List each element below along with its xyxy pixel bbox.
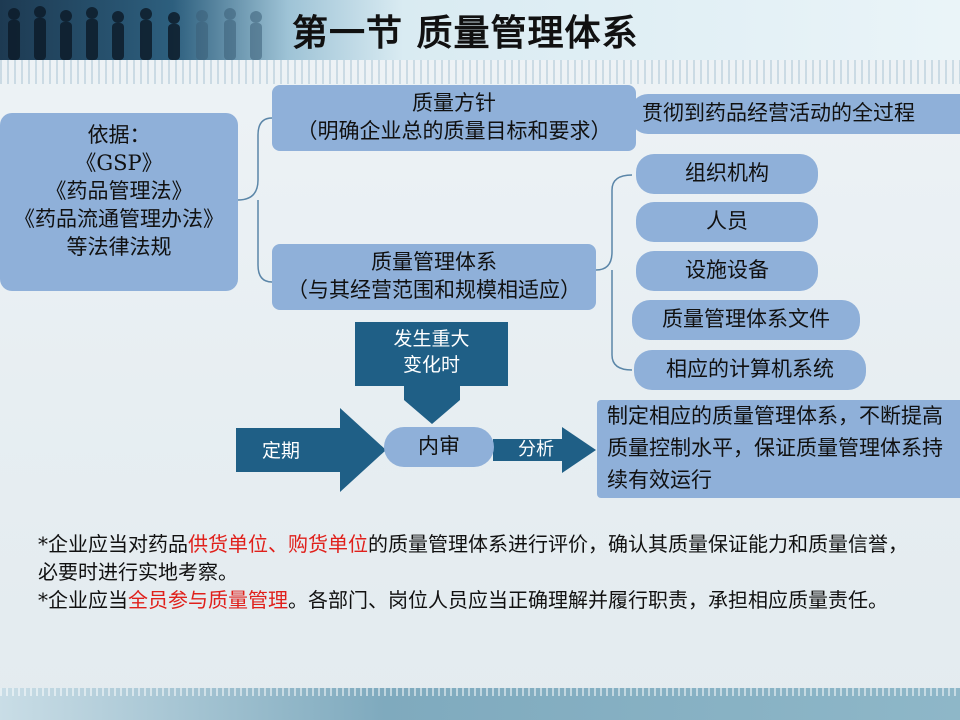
component-system-documents-label: 质量管理体系文件 bbox=[662, 307, 830, 331]
footer-band bbox=[0, 688, 960, 720]
page-title: 第一节 质量管理体系 bbox=[292, 13, 639, 54]
basis-line-4: 《药品流通管理办法》 bbox=[14, 207, 224, 231]
periodic-right-arrow bbox=[236, 408, 386, 492]
basis-box: 依据： 《GSP》 《药品管理法》 《药品流通管理办法》 等法律法规 bbox=[0, 113, 238, 291]
basis-bracket-lower bbox=[257, 200, 273, 283]
system-title: 质量管理体系 bbox=[371, 250, 497, 274]
note-1-highlight: 供货单位、购货单位 bbox=[188, 532, 368, 556]
header-stripe bbox=[0, 60, 960, 84]
note-2-prefix: *企业应当 bbox=[38, 588, 128, 612]
analyze-right-arrow bbox=[493, 427, 596, 473]
trigger-down-arrow bbox=[355, 322, 508, 424]
note-2-suffix: 。各部门、岗位人员应当正确理解并履行职责，承担相应质量责任。 bbox=[288, 588, 888, 612]
periodic-label: 定期 bbox=[261, 440, 300, 462]
note-2: *企业应当全员参与质量管理。各部门、岗位人员应当正确理解并履行职责，承担相应质量… bbox=[38, 586, 918, 614]
internal-audit-label: 内审 bbox=[418, 434, 460, 458]
trigger-label: 发生重大 变化时 bbox=[355, 326, 508, 378]
note-2-highlight: 全员参与质量管理 bbox=[128, 588, 288, 612]
components-bracket bbox=[595, 174, 633, 271]
basis-line-1: 依据： bbox=[87, 123, 151, 147]
note-1-prefix: *企业应当对药品 bbox=[38, 532, 188, 556]
note-1: *企业应当对药品供货单位、购货单位的质量管理体系进行评价，确认其质量保证能力和质… bbox=[38, 530, 918, 586]
component-computer-system-label: 相应的计算机系统 bbox=[666, 357, 834, 381]
components-bracket-lower bbox=[611, 270, 633, 371]
internal-audit-pill: 内审 bbox=[384, 427, 494, 467]
notes-section: *企业应当对药品供货单位、购货单位的质量管理体系进行评价，确认其质量保证能力和质… bbox=[38, 530, 918, 614]
basis-bracket bbox=[237, 117, 273, 201]
basis-line-5: 等法律法规 bbox=[66, 235, 172, 259]
people-silhouettes-image bbox=[8, 6, 262, 60]
trigger-line-2: 变化时 bbox=[402, 354, 460, 376]
quality-policy-box: 质量方针 （明确企业总的质量目标和要求） bbox=[272, 85, 636, 151]
basis-line-3: 《药品管理法》 bbox=[45, 179, 193, 203]
policy-note-text: 贯彻到药品经营活动的全过程 bbox=[642, 101, 915, 125]
policy-title: 质量方针 bbox=[412, 91, 496, 115]
component-facilities: 设施设备 bbox=[636, 251, 818, 291]
result-box: 制定相应的质量管理体系，不断提高质量控制水平，保证质量管理体系持续有效运行 bbox=[597, 400, 960, 498]
component-personnel: 人员 bbox=[636, 202, 818, 242]
component-facilities-label: 设施设备 bbox=[685, 258, 769, 282]
result-text: 制定相应的质量管理体系，不断提高质量控制水平，保证质量管理体系持续有效运行 bbox=[607, 404, 943, 492]
policy-subtitle: （明确企业总的质量目标和要求） bbox=[296, 119, 612, 143]
header-band bbox=[0, 0, 960, 60]
note-1-suffix: 的质量管理体系进行评价，确认其质量保证能力和质量信誉，必要时进行实地考察。 bbox=[38, 532, 908, 584]
trigger-line-1: 发生重大 bbox=[393, 328, 470, 350]
system-subtitle: （与其经营范围和规模相适应） bbox=[287, 278, 581, 302]
quality-system-box: 质量管理体系 （与其经营范围和规模相适应） bbox=[272, 244, 596, 310]
component-computer-system: 相应的计算机系统 bbox=[634, 350, 866, 390]
component-organization: 组织机构 bbox=[636, 154, 818, 194]
policy-note-pill: 贯彻到药品经营活动的全过程 bbox=[630, 94, 960, 134]
basis-line-2: 《GSP》 bbox=[75, 151, 163, 175]
component-system-documents: 质量管理体系文件 bbox=[632, 300, 860, 340]
analyze-label: 分析 bbox=[518, 439, 554, 460]
component-organization-label: 组织机构 bbox=[685, 161, 769, 185]
component-personnel-label: 人员 bbox=[706, 209, 748, 233]
